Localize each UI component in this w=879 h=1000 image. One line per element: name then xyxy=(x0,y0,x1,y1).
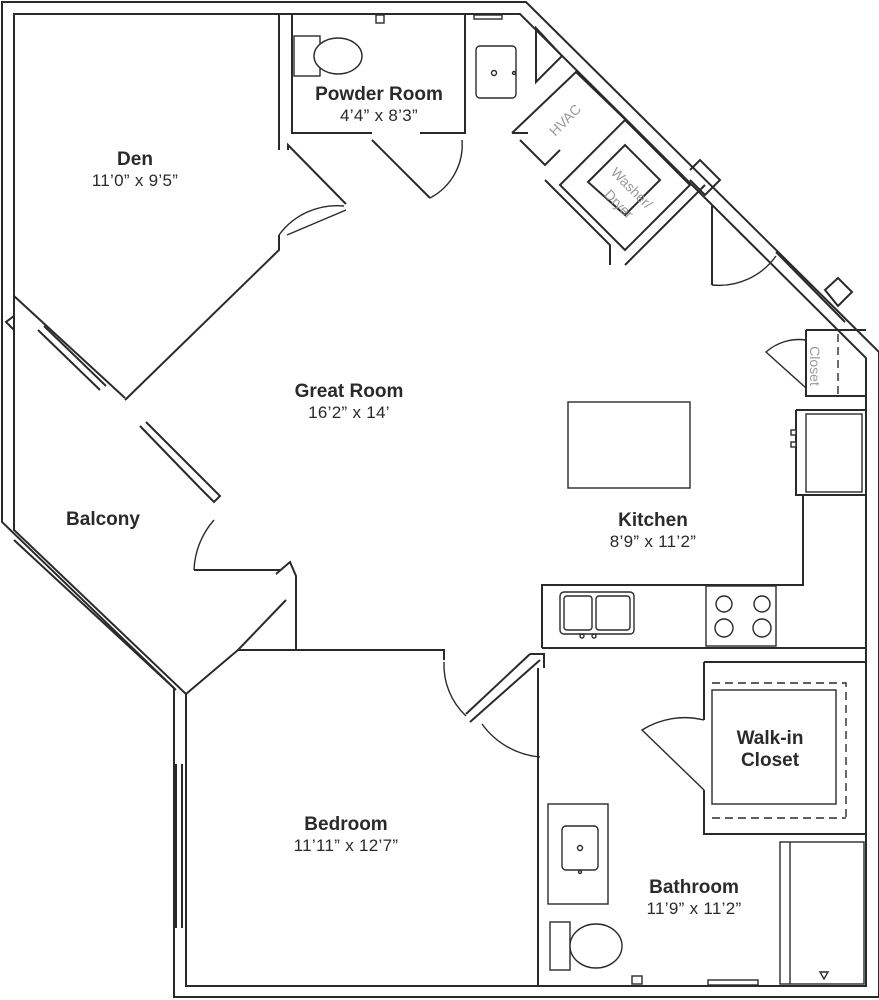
room-label-powder-room: Powder Room 4’4” x 8’3” xyxy=(315,84,443,125)
bedroom-name: Bedroom xyxy=(304,814,388,835)
closet-label: Closet xyxy=(806,346,823,386)
room-label-walk-in-closet: Walk-in Closet xyxy=(737,728,804,772)
powder-room-walls xyxy=(291,14,528,199)
den-name: Den xyxy=(117,149,153,170)
kitchen-closet xyxy=(764,329,866,397)
kitchen-dims: 8’9” x 11’2” xyxy=(609,531,697,551)
bedroom-walls xyxy=(175,649,545,986)
utility-walls xyxy=(511,25,854,323)
powder-room-name: Powder Room xyxy=(315,84,443,105)
den-walls xyxy=(13,14,347,401)
kitchen-name: Kitchen xyxy=(618,510,688,531)
walk-in-closet-name2: Closet xyxy=(740,749,800,771)
bathroom-name: Bathroom xyxy=(649,877,739,898)
balcony-walls xyxy=(4,314,297,691)
room-label-bathroom: Bathroom 11’9” x 11’2” xyxy=(647,877,742,918)
room-label-great-room: Great Room 16’2” x 14’ xyxy=(295,381,404,422)
walk-in-closet-walls xyxy=(640,661,866,835)
balcony-name: Balcony xyxy=(66,509,140,530)
great-room-name: Great Room xyxy=(294,381,404,402)
room-label-kitchen: Kitchen 8’9” x 11’2” xyxy=(610,510,696,551)
powder-room-dims: 4’4” x 8’3” xyxy=(340,105,418,125)
bathroom-dims: 11’9” x 11’2” xyxy=(646,898,742,918)
room-label-bedroom: Bedroom 11’11” x 12’7” xyxy=(294,814,399,855)
kitchen-fixtures xyxy=(541,401,866,649)
den-dims: 11’0” x 9’5” xyxy=(91,170,179,190)
great-room-dims: 16’2” x 14’ xyxy=(308,402,390,422)
room-label-balcony: Balcony xyxy=(66,509,140,531)
room-label-den: Den 11’0” x 9’5” xyxy=(92,149,178,190)
bathroom-fixtures xyxy=(547,803,865,986)
bedroom-dims: 11’11” x 12’7” xyxy=(293,835,399,855)
walk-in-closet-name: Walk-in xyxy=(736,728,804,749)
